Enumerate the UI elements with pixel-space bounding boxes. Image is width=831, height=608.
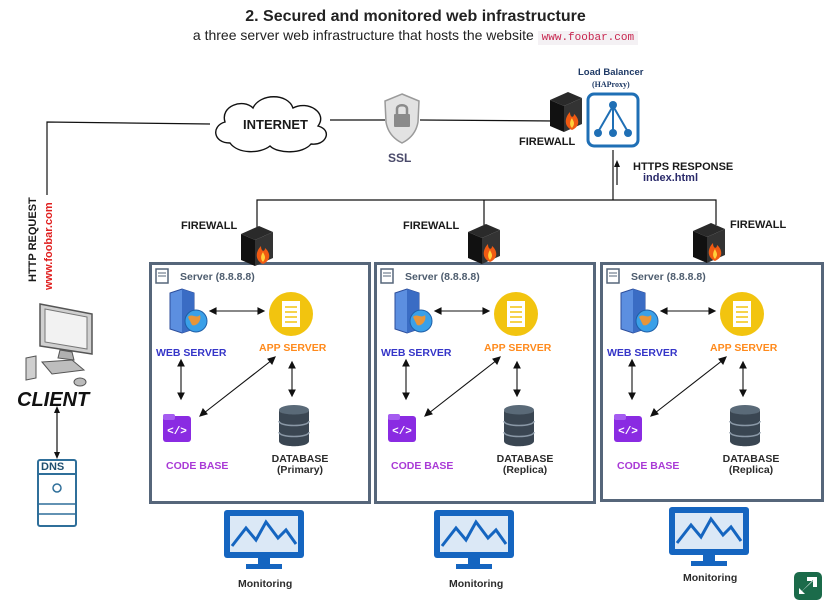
database-role: (Primary) — [276, 464, 324, 476]
subtitle-text: a three server web infrastructure that h… — [192, 27, 534, 43]
http-request-label: HTTP REQUEST — [27, 197, 39, 282]
web-server-icon — [620, 288, 659, 334]
svg-text:</>: </> — [392, 426, 412, 438]
monitoring-label: Monitoring — [238, 578, 293, 590]
app-server-label: APP SERVER — [710, 342, 778, 354]
server-box-2: Server (8.8.8.8) WEB SERVER APP SERVER — [374, 262, 596, 504]
app-server-icon — [720, 292, 764, 336]
diagram-title: 2. Secured and monitored web infrastruct… — [245, 8, 586, 25]
ssl-firewall-line — [419, 119, 556, 122]
load-balancer-icon — [586, 92, 640, 148]
database-label: DATABASE (Primary) — [260, 454, 340, 476]
app-server-label: APP SERVER — [484, 342, 552, 354]
server-connectors — [402, 307, 521, 417]
client-label: CLIENT — [17, 389, 90, 411]
https-response-label: HTTPS RESPONSE — [633, 161, 734, 173]
server-title: Server (8.8.8.8) — [180, 271, 255, 283]
firewall-icon — [550, 92, 582, 132]
app-server-label: APP SERVER — [259, 342, 327, 354]
ssl-shield-icon — [384, 93, 420, 144]
server-rack-icon — [606, 268, 620, 284]
web-server-label: WEB SERVER — [156, 347, 227, 359]
server-box-3: Server (8.8.8.8) WEB SERVER APP SERVER — [600, 262, 824, 502]
website-code: www.foobar.com — [537, 31, 639, 45]
https-response-file: index.html — [643, 172, 699, 184]
svg-text:</>: </> — [618, 426, 638, 438]
database-name: DATABASE — [271, 453, 329, 465]
firewall-icon — [241, 226, 273, 266]
server-connectors — [628, 307, 747, 417]
code-base-label: CODE BASE — [166, 460, 229, 472]
monitoring-label: Monitoring — [683, 572, 738, 584]
monitoring-icon — [224, 510, 304, 569]
code-base-icon: </> — [614, 414, 642, 442]
app-server-icon — [494, 292, 538, 336]
database-role: (Replica) — [728, 464, 774, 476]
web-server-label: WEB SERVER — [381, 347, 452, 359]
firewall-icon — [468, 224, 500, 264]
svg-text:</>: </> — [167, 426, 187, 438]
internet-label: INTERNET — [243, 117, 308, 132]
database-label: DATABASE (Replica) — [711, 454, 791, 476]
code-base-icon: </> — [163, 414, 191, 442]
monitoring-label: Monitoring — [449, 578, 504, 590]
firewall-icon — [693, 223, 725, 263]
client-internet-line — [46, 121, 211, 195]
diagram-subtitle: a three server web infrastructure that h… — [0, 27, 831, 45]
server-connectors — [177, 307, 296, 417]
lb-sub-label: (HAProxy) — [592, 80, 630, 89]
code-base-icon: </> — [388, 414, 416, 442]
code-base-label: CODE BASE — [391, 460, 454, 472]
database-label: DATABASE (Replica) — [485, 454, 565, 476]
distribution-line — [256, 199, 717, 235]
firewall-label-1: FIREWALL — [181, 220, 238, 232]
monitoring-icon — [669, 507, 749, 566]
web-server-icon — [394, 288, 433, 334]
database-name: DATABASE — [722, 453, 780, 465]
computer-icon — [25, 303, 93, 387]
app-server-icon — [269, 292, 313, 336]
cloud-icon — [215, 96, 328, 153]
code-base-label: CODE BASE — [617, 460, 680, 472]
database-icon — [729, 405, 761, 447]
server-title: Server (8.8.8.8) — [405, 271, 480, 283]
server-box-1: Server (8.8.8.8) WEB SERVER APP SERVER — [149, 262, 371, 504]
server-title: Server (8.8.8.8) — [631, 271, 706, 283]
database-role: (Replica) — [502, 464, 548, 476]
server-rack-icon — [380, 268, 394, 284]
app-logo-icon — [794, 572, 822, 600]
web-server-icon — [169, 288, 208, 334]
http-request-url: www.foobar.com — [43, 202, 55, 290]
firewall-label-2: FIREWALL — [403, 220, 460, 232]
lb-firewall-label: FIREWALL — [519, 136, 576, 148]
dns-server-icon — [37, 459, 77, 527]
server-rack-icon — [155, 268, 169, 284]
web-server-label: WEB SERVER — [607, 347, 678, 359]
database-icon — [503, 405, 535, 447]
ssl-label: SSL — [388, 151, 412, 165]
database-icon — [278, 405, 310, 447]
firewall-label-3: FIREWALL — [730, 219, 787, 231]
lb-label: Load Balancer — [578, 67, 644, 78]
dns-label: DNS — [41, 461, 65, 473]
monitoring-icon — [434, 510, 514, 569]
database-name: DATABASE — [496, 453, 554, 465]
